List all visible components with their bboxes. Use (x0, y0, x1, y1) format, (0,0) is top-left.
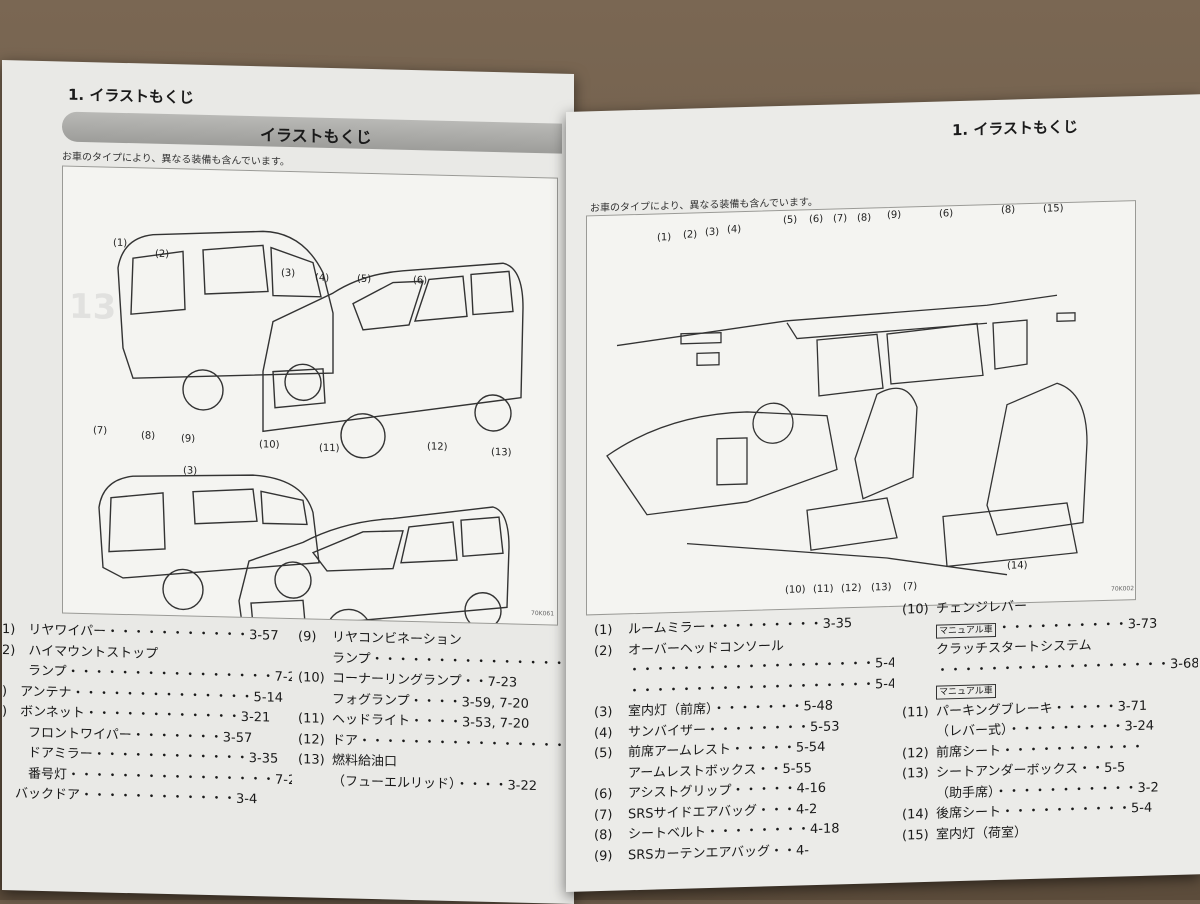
callout-8: (8) (857, 212, 872, 224)
interior-illustration: (1) (2) (3) (4) (5) (6) (7) (8) (9) (6) … (586, 200, 1136, 616)
right-figure-code: 70K002 (1111, 585, 1135, 593)
interior-cabin-drawing (606, 294, 1088, 576)
callout-8b: (8) (1001, 204, 1016, 216)
left-page-note: お車のタイプにより、異なる装備も含んでいます。 (62, 151, 290, 169)
left-legend-column-2: (9)リヤコンビネーション ランプ・・・・・・・・・・・・・・・7-23 (10… (298, 627, 570, 798)
callout-12: (12) (427, 441, 448, 453)
callout-7b: (7) (903, 581, 918, 593)
exterior-car-drawing (98, 230, 524, 625)
callout-12: (12) (841, 582, 862, 595)
callout-5: (5) (783, 214, 798, 226)
right-page: 1. イラストもくじ お車のタイプにより、異なる装備も含んでいます。 (566, 94, 1200, 893)
manual-car-badge: マニュアル車 (936, 683, 996, 700)
callout-10: (10) (259, 439, 280, 451)
callout-7: (7) (93, 425, 108, 437)
left-legend-column-1: 1) リヤワイパー・・・・・・・・・・・3-57 2) ハイマウントストップ ラ… (2, 620, 292, 812)
manual-car-badge: マニュアル車 (936, 622, 996, 639)
callout-14: (14) (1007, 560, 1028, 572)
callout-3-bottom: (3) (183, 465, 198, 477)
left-page: 1. イラストもくじ イラストもくじ お車のタイプにより、異なる装備も含んでいま… (2, 60, 574, 904)
callout-3: (3) (705, 226, 720, 239)
callout-13: (13) (491, 446, 512, 459)
callout-10: (10) (785, 584, 806, 596)
callout-11: (11) (319, 442, 340, 455)
left-page-header: 1. イラストもくじ (68, 85, 195, 107)
section-title: イラストもくじ (260, 125, 372, 148)
callout-6: (6) (413, 275, 428, 287)
right-legend-column-2: (10)チェンジレバー マニュアル車・・・・・・・・・・3-73 クラッチスター… (902, 592, 1198, 846)
callout-6b: (6) (939, 208, 954, 220)
callout-1: (1) (113, 237, 128, 250)
callout-8: (8) (141, 430, 156, 442)
callout-5: (5) (357, 273, 372, 286)
right-legend-column-1: (1)ルームミラー・・・・・・・・・3-35 (2)オーバーヘッドコンソール ・… (594, 613, 894, 867)
callout-2: (2) (683, 229, 698, 241)
right-page-header: 1. イラストもくじ (952, 117, 1079, 140)
callout-9: (9) (887, 209, 902, 222)
callout-15: (15) (1043, 203, 1064, 215)
callout-2: (2) (155, 248, 170, 261)
callout-6: (6) (809, 213, 824, 226)
callout-3: (3) (281, 267, 296, 280)
left-figure-code: 70K061 (531, 609, 555, 618)
exterior-illustration: 13 (62, 165, 558, 626)
callout-4: (4) (315, 272, 330, 284)
callout-1: (1) (657, 232, 672, 244)
callout-11: (11) (813, 583, 834, 596)
callout-4: (4) (727, 224, 742, 236)
callout-7: (7) (833, 213, 848, 225)
callout-9: (9) (181, 433, 196, 445)
callout-13: (13) (871, 581, 892, 594)
